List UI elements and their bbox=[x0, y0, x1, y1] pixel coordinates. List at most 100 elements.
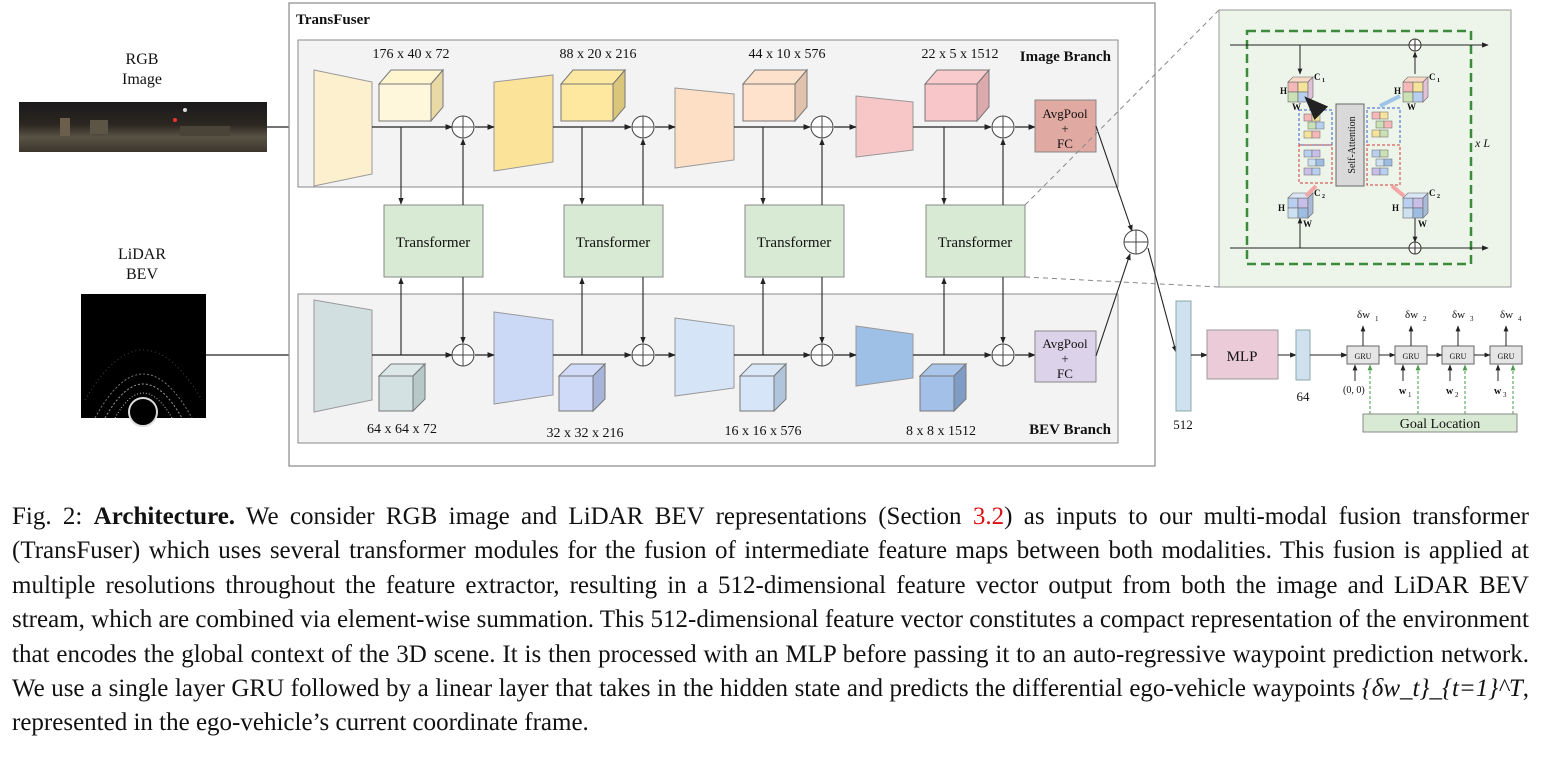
gru-cell-2: GRU bbox=[1394, 345, 1428, 365]
image-head-label-3: FC bbox=[1057, 136, 1073, 151]
gru-cell-4: GRU bbox=[1489, 345, 1523, 365]
inset-c2-right-sub: 2 bbox=[1437, 194, 1440, 200]
architecture-figure: RGB Image LiDAR BEV TransFuser Image Bra… bbox=[19, 2, 1523, 467]
delta-w3-label: δw bbox=[1452, 309, 1465, 321]
bev-dim-1: 64 x 64 x 72 bbox=[367, 422, 437, 437]
transformer-3: Transformer bbox=[744, 204, 845, 278]
gru-input-4-sub: 3 bbox=[1503, 391, 1507, 399]
inset-c2-right: C bbox=[1429, 188, 1436, 198]
gru-input-1: (0, 0) bbox=[1343, 385, 1365, 396]
transformer-3-label: Transformer bbox=[757, 235, 831, 251]
image-avgpool-fc bbox=[1034, 99, 1097, 153]
transformer-2-label: Transformer bbox=[576, 235, 650, 251]
image-head-label-2: + bbox=[1061, 121, 1068, 136]
vector-512-label: 512 bbox=[1173, 417, 1193, 432]
transformer-2: Transformer bbox=[563, 204, 664, 278]
rgb-label: RGB bbox=[126, 51, 159, 68]
bev-branch-label: BEV Branch bbox=[1029, 422, 1111, 438]
bev-head-label-2: + bbox=[1061, 351, 1068, 366]
image-feature-cube-4 bbox=[923, 68, 991, 123]
delta-w2-sub: 2 bbox=[1423, 315, 1427, 323]
delta-w2-label: δw bbox=[1405, 309, 1418, 321]
inset-h1: H bbox=[1280, 86, 1287, 96]
caption-prefix: Fig. 2: bbox=[12, 503, 83, 530]
inset-w2: W bbox=[1303, 219, 1312, 229]
inset-c1-right-sub: 1 bbox=[1437, 78, 1440, 84]
bev-avgpool-fc bbox=[1034, 330, 1097, 383]
inset-h2: H bbox=[1278, 203, 1285, 213]
bev-encoder-2 bbox=[493, 311, 554, 405]
image-head-label-1: AvgPool bbox=[1042, 106, 1088, 121]
image-dim-4: 22 x 5 x 1512 bbox=[922, 47, 999, 62]
section-ref-link[interactable]: 3.2 bbox=[972, 503, 1005, 530]
inset-c2-sub: 2 bbox=[1322, 194, 1325, 200]
bev-head-label-1: AvgPool bbox=[1042, 336, 1088, 351]
image-feature-cube-1 bbox=[377, 68, 445, 123]
inset-h1-right: H bbox=[1394, 86, 1401, 96]
delta-w3-sub: 3 bbox=[1470, 315, 1474, 323]
gru-cell-3: GRU bbox=[1441, 345, 1475, 365]
bev-sum-1 bbox=[451, 343, 475, 367]
gru-cell-1: GRU bbox=[1346, 345, 1380, 365]
image-feature-cube-3 bbox=[741, 68, 809, 123]
bev-sum-3 bbox=[810, 343, 834, 367]
transformer-1: Transformer bbox=[383, 204, 484, 278]
delta-w4-label: δw bbox=[1500, 309, 1513, 321]
vector-512 bbox=[1175, 300, 1192, 412]
transformer-1-label: Transformer bbox=[396, 235, 470, 251]
lidar-label: LiDAR bbox=[118, 246, 166, 263]
image-sum-1 bbox=[451, 115, 475, 139]
rgb-image-thumbnail bbox=[19, 102, 267, 152]
image-feature-cube-2 bbox=[559, 68, 627, 123]
image-dim-2: 88 x 20 x 216 bbox=[560, 47, 637, 62]
inset-c1-sub: 1 bbox=[1322, 78, 1325, 84]
image-encoder-3 bbox=[674, 87, 735, 169]
lidar-bev-thumbnail bbox=[81, 294, 206, 427]
image-dim-3: 44 x 10 x 576 bbox=[749, 47, 826, 62]
caption-text-3: , represented in the ego-vehicle’s curre… bbox=[12, 675, 1529, 737]
gru-label-1: GRU bbox=[1355, 352, 1372, 361]
gru-input-2-sub: 1 bbox=[1408, 391, 1412, 399]
transformer-detail-inset: H C 1 W H C 1 W H C 2 W H C 2 W bbox=[1218, 9, 1512, 288]
bev-encoder-3 bbox=[674, 317, 735, 397]
image-sum-2 bbox=[631, 115, 655, 139]
lidar-label-2: BEV bbox=[126, 266, 158, 283]
gru-label-2: GRU bbox=[1403, 352, 1420, 361]
vector-64 bbox=[1295, 329, 1311, 381]
bev-encoder-4 bbox=[855, 325, 914, 387]
bev-feature-cube-3 bbox=[738, 362, 788, 413]
caption-bold: Architecture. bbox=[93, 503, 236, 530]
delta-w1-sub: 1 bbox=[1375, 315, 1379, 323]
gru-input-2: w bbox=[1399, 386, 1407, 397]
bev-sum-2 bbox=[631, 343, 655, 367]
inset-w1-right: W bbox=[1407, 102, 1416, 112]
bev-sum-4 bbox=[991, 343, 1015, 367]
gru-input-4: w bbox=[1494, 386, 1502, 397]
bev-head-label-3: FC bbox=[1057, 366, 1073, 381]
image-encoder-1 bbox=[313, 69, 373, 187]
rgb-label-2: Image bbox=[122, 71, 162, 88]
bev-encoder-1 bbox=[313, 299, 373, 413]
image-dim-1: 176 x 40 x 72 bbox=[373, 47, 450, 62]
delta-w1-label: δw bbox=[1357, 309, 1370, 321]
image-sum-4 bbox=[991, 115, 1015, 139]
image-encoder-2 bbox=[493, 74, 554, 172]
self-attention-label: Self-Attention bbox=[1347, 116, 1358, 173]
inset-sum-bottom bbox=[1408, 241, 1422, 255]
times-l-label: x L bbox=[1474, 136, 1490, 150]
goal-location-box bbox=[1362, 413, 1518, 433]
inset-sum-top bbox=[1408, 38, 1422, 52]
goal-location-label: Goal Location bbox=[1400, 417, 1480, 432]
fusion-sum bbox=[1123, 229, 1149, 255]
inset-w2-right: W bbox=[1418, 219, 1427, 229]
delta-w4-sub: 4 bbox=[1518, 315, 1522, 323]
inset-c1-right: C bbox=[1429, 72, 1436, 82]
bev-feature-cube-2 bbox=[557, 362, 607, 413]
inset-h2-right: H bbox=[1392, 203, 1399, 213]
bev-feature-cube-4 bbox=[918, 362, 968, 413]
caption-text-1: We consider RGB image and LiDAR BEV repr… bbox=[245, 503, 973, 530]
image-branch-label: Image Branch bbox=[1020, 49, 1112, 65]
transfuser-title: TransFuser bbox=[296, 12, 370, 28]
bev-dim-3: 16 x 16 x 576 bbox=[725, 424, 802, 439]
figure-caption: Fig. 2: Architecture. We consider RGB im… bbox=[12, 500, 1529, 741]
